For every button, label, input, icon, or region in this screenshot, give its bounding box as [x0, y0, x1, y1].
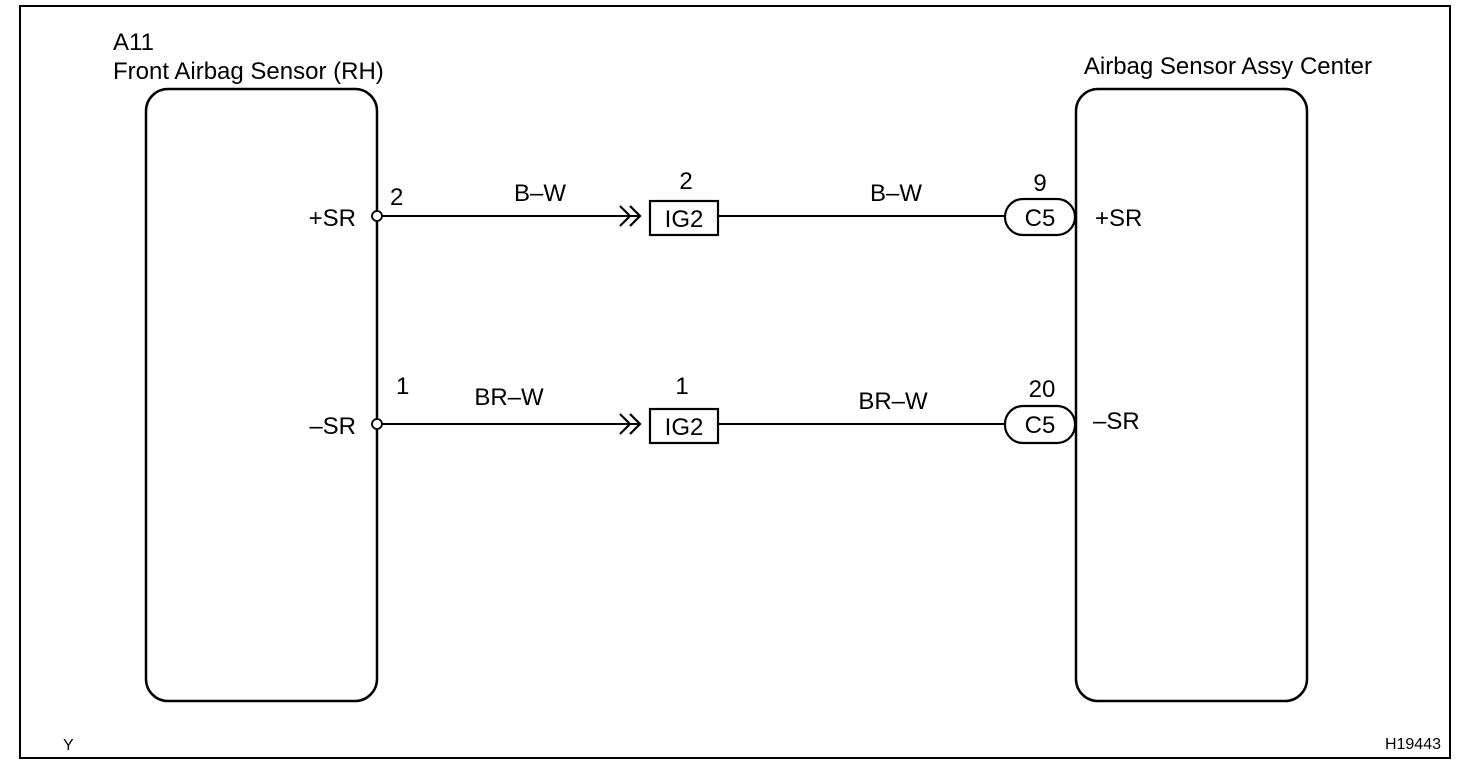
- left-component-name: Front Airbag Sensor (RH): [113, 58, 384, 85]
- left-pin-signal: +SR: [309, 205, 356, 232]
- connector-chevron-icon: [619, 205, 642, 227]
- right-connector-label: C5: [1025, 412, 1056, 439]
- left-pin-number: 1: [396, 373, 409, 400]
- footer-left-mark: Y: [63, 737, 74, 754]
- diagram-frame: [19, 5, 1451, 759]
- left-pin-number: 2: [390, 184, 403, 211]
- junction-connector-box: [648, 407, 720, 445]
- right-pin-signal: +SR: [1095, 205, 1142, 232]
- right-component-name: Airbag Sensor Assy Center: [1084, 53, 1372, 80]
- left-pin-signal: –SR: [309, 413, 356, 440]
- junction-pin-number: 1: [675, 373, 688, 400]
- connector-chevron-icon: [619, 413, 642, 435]
- junction-connector-label: IG2: [665, 414, 704, 441]
- right-pin-number: 20: [1029, 376, 1056, 403]
- wire-color-label: BR–W: [474, 384, 544, 411]
- left-component-box: [144, 87, 379, 703]
- left-component-code: A11: [113, 29, 154, 56]
- junction-pin-number: 2: [679, 168, 692, 195]
- right-component-box: [1074, 87, 1309, 703]
- figure-id: H19443: [1385, 736, 1441, 753]
- left-pin-terminal: [371, 418, 383, 430]
- junction-connector-box: [648, 199, 720, 237]
- wire-color-label: B–W: [514, 180, 566, 207]
- junction-connector-label: IG2: [665, 206, 704, 233]
- right-connector-label: C5: [1025, 205, 1056, 232]
- left-pin-terminal: [371, 210, 383, 222]
- right-connector-box: [1003, 404, 1077, 445]
- right-pin-number: 9: [1033, 170, 1046, 197]
- right-pin-signal: –SR: [1093, 408, 1140, 435]
- right-connector-box: [1003, 197, 1077, 237]
- wire-color-label: BR–W: [858, 388, 928, 415]
- wire-color-label: B–W: [870, 180, 922, 207]
